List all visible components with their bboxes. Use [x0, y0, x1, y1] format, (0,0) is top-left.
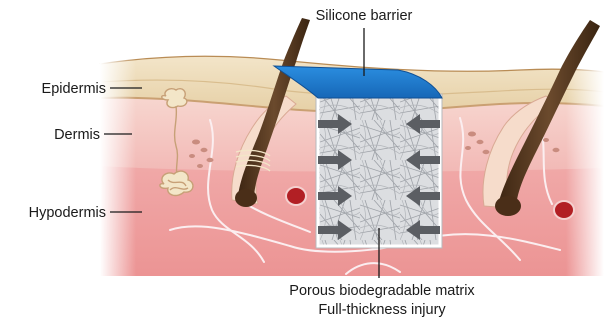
- label-porous-matrix: Porous biodegradable matrix: [289, 283, 475, 299]
- label-silicone-barrier: Silicone barrier: [316, 8, 413, 24]
- label-epidermis: Epidermis: [42, 81, 106, 97]
- label-hypodermis: Hypodermis: [29, 205, 106, 221]
- label-full-thickness-injury: Full-thickness injury: [318, 302, 446, 318]
- porous-matrix: [316, 94, 442, 248]
- label-dermis: Dermis: [54, 127, 100, 143]
